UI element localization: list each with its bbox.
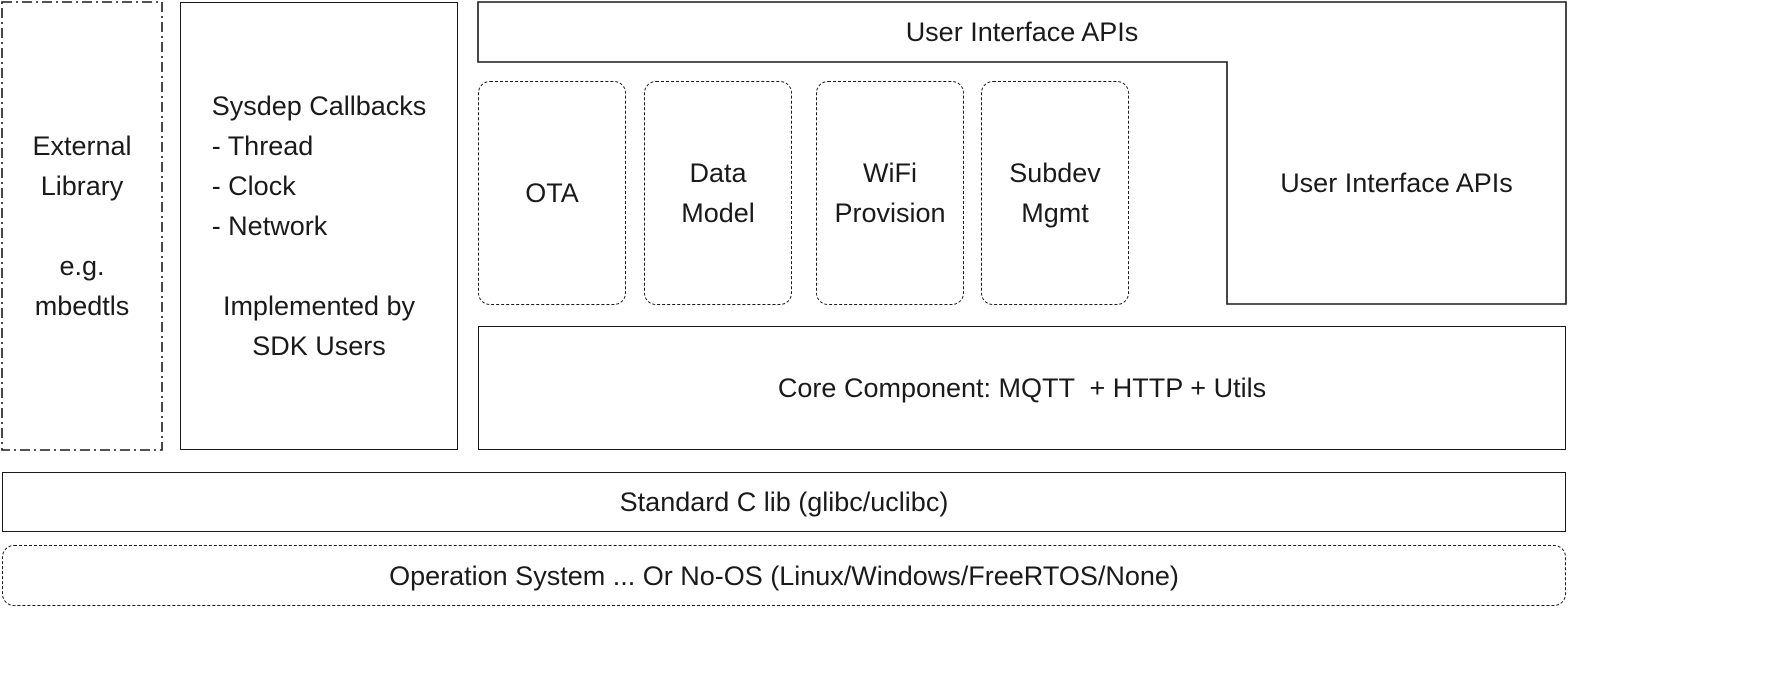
operating-system-text: Operation System ... Or No-OS (Linux/Win… <box>389 560 1179 591</box>
module-label-line: Data <box>689 158 747 188</box>
module-subdev-mgmt-text: Subdev Mgmt <box>1009 153 1101 233</box>
sysdep-line: - Network <box>211 211 328 241</box>
module-label-line: OTA <box>525 178 579 208</box>
module-ota-text: OTA <box>525 173 579 213</box>
external-library-border <box>1 1 163 451</box>
external-library-line: mbedtls <box>34 291 130 321</box>
module-subdev-mgmt: Subdev Mgmt <box>981 81 1129 305</box>
user-interface-apis-right-text: User Interface APIs <box>1280 168 1513 198</box>
sysdep-line: - Thread <box>211 131 314 161</box>
user-interface-apis-top-label: User Interface APIs <box>478 2 1566 62</box>
standard-c-lib-text: Standard C lib (glibc/uclibc) <box>619 487 949 517</box>
module-data-model: Data Model <box>644 81 792 305</box>
sysdep-implemented-note: Implemented by SDK Users <box>223 286 415 366</box>
module-label-line: Provision <box>834 198 946 228</box>
standard-c-lib-block: Standard C lib (glibc/uclibc) <box>2 472 1566 532</box>
user-interface-apis-right-label: User Interface APIs <box>1227 62 1566 304</box>
external-library-line: External <box>32 131 132 161</box>
module-label-line: Mgmt <box>1021 198 1089 228</box>
module-ota: OTA <box>478 81 626 305</box>
external-library-line <box>78 206 86 246</box>
core-component-block: Core Component: MQTT + HTTP + Utils <box>478 326 1566 450</box>
sysdep-implemented-line: Implemented by <box>222 291 416 321</box>
module-wifi-provision-text: WiFi Provision <box>834 153 945 233</box>
external-library-line: e.g. <box>59 251 105 281</box>
sysdep-line: - Clock <box>211 171 296 201</box>
core-component-text: Core Component: MQTT + HTTP + Utils <box>777 373 1267 403</box>
sysdep-callbacks-content: Sysdep Callbacks - Thread - Clock - Netw… <box>212 86 427 366</box>
module-label-line: Subdev <box>1009 158 1101 188</box>
user-interface-apis-top-text: User Interface APIs <box>905 17 1139 47</box>
sysdep-callbacks-list: Sysdep Callbacks - Thread - Clock - Netw… <box>212 86 427 246</box>
operating-system-block: Operation System ... Or No-OS (Linux/Win… <box>2 545 1566 606</box>
sysdep-implemented-line: SDK Users <box>252 331 386 361</box>
module-label-line: WiFi <box>863 158 917 188</box>
module-wifi-provision: WiFi Provision <box>816 81 964 305</box>
module-data-model-text: Data Model <box>681 153 755 233</box>
external-library-text: External Library e.g. mbedtls <box>32 126 131 326</box>
sysdep-callbacks-block: Sysdep Callbacks - Thread - Clock - Netw… <box>180 2 458 450</box>
module-label-line: Model <box>681 198 755 228</box>
sysdep-line: Sysdep Callbacks <box>211 91 427 121</box>
external-library-block: External Library e.g. mbedtls <box>2 2 162 450</box>
external-library-line: Library <box>40 171 124 201</box>
user-interface-apis-outline <box>477 1 1567 305</box>
